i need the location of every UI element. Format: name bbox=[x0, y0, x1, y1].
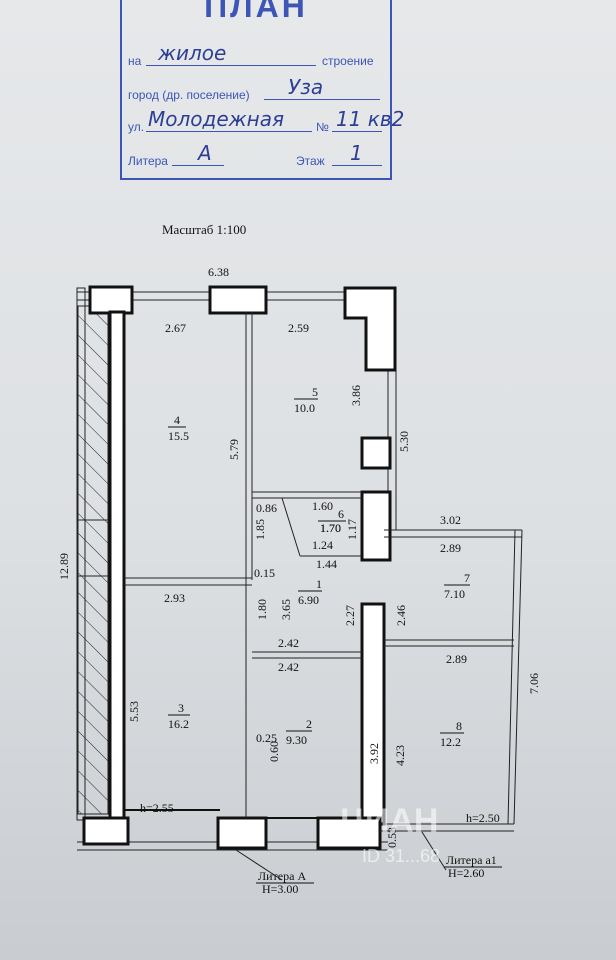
svg-text:0.15: 0.15 bbox=[254, 566, 275, 580]
svg-text:1.24: 1.24 bbox=[312, 538, 333, 552]
svg-text:4.23: 4.23 bbox=[393, 745, 407, 766]
na-label: на bbox=[128, 54, 142, 68]
litera-a1-label: Литера а1 bbox=[446, 853, 497, 867]
svg-text:4: 4 bbox=[174, 413, 180, 427]
scale-label: Масштаб 1:100 bbox=[162, 222, 247, 237]
street-value: Молодежная bbox=[148, 107, 285, 131]
svg-text:0.60: 0.60 bbox=[267, 741, 281, 762]
svg-text:1.80: 1.80 bbox=[255, 599, 269, 620]
floor-value: 1 bbox=[350, 141, 363, 165]
partitions bbox=[124, 312, 523, 881]
svg-text:6.38: 6.38 bbox=[208, 265, 229, 279]
svg-text:12.2: 12.2 bbox=[440, 735, 461, 749]
number-value: 11 кв2 bbox=[336, 107, 405, 131]
svg-text:5.53: 5.53 bbox=[127, 701, 141, 722]
svg-text:2: 2 bbox=[306, 717, 312, 731]
floor-label: Этаж bbox=[296, 154, 325, 168]
watermark-id: ID 31...68 bbox=[362, 846, 441, 866]
svg-text:2.42: 2.42 bbox=[278, 660, 299, 674]
litera-label: Литера bbox=[128, 154, 168, 168]
svg-text:h=2.50: h=2.50 bbox=[466, 811, 500, 825]
room-2: 2 9.30 bbox=[286, 717, 312, 747]
svg-text:3.65: 3.65 bbox=[279, 599, 293, 620]
svg-text:2.89: 2.89 bbox=[446, 652, 467, 666]
room-8: 8 12.2 bbox=[440, 719, 464, 749]
svg-text:2.59: 2.59 bbox=[288, 321, 309, 335]
litera-value: А bbox=[198, 141, 212, 165]
plan-stamp: ПЛАН на жилое строение город (др. поселе… bbox=[120, 0, 404, 180]
svg-text:5.30: 5.30 bbox=[397, 431, 411, 452]
svg-text:0.53: 0.53 bbox=[385, 827, 399, 848]
svg-text:1.17: 1.17 bbox=[345, 519, 359, 540]
svg-text:6.90: 6.90 bbox=[298, 593, 319, 607]
svg-text:1.60: 1.60 bbox=[312, 499, 333, 513]
svg-text:6: 6 bbox=[338, 507, 344, 521]
svg-text:3.92: 3.92 bbox=[367, 743, 381, 764]
svg-text:12.89: 12.89 bbox=[57, 553, 71, 580]
room-3: 3 16.2 bbox=[168, 701, 190, 731]
room-4: 4 15.5 bbox=[168, 413, 189, 443]
svg-text:16.2: 16.2 bbox=[168, 717, 189, 731]
svg-text:Н=3.00: Н=3.00 bbox=[262, 882, 298, 896]
stamp-row-litera: Литера А Этаж 1 bbox=[128, 141, 384, 170]
hatched-wall bbox=[77, 305, 109, 815]
svg-text:15.5: 15.5 bbox=[168, 429, 189, 443]
svg-text:1.85: 1.85 bbox=[253, 519, 267, 540]
svg-text:2.27: 2.27 bbox=[343, 605, 357, 626]
svg-text:0.25: 0.25 bbox=[256, 731, 277, 745]
svg-text:Н=2.60: Н=2.60 bbox=[448, 866, 484, 880]
stamp-title: ПЛАН bbox=[204, 0, 308, 24]
number-label: № bbox=[316, 120, 329, 134]
svg-text:3: 3 bbox=[178, 701, 184, 715]
svg-text:2.93: 2.93 bbox=[164, 591, 185, 605]
svg-text:1.44: 1.44 bbox=[316, 557, 337, 571]
svg-text:7.10: 7.10 bbox=[444, 587, 465, 601]
svg-text:1: 1 bbox=[316, 577, 322, 591]
svg-text:5.79: 5.79 bbox=[227, 439, 241, 460]
svg-text:1.70: 1.70 bbox=[320, 521, 341, 535]
svg-text:2.89: 2.89 bbox=[440, 541, 461, 555]
room-6: 6 1.70 bbox=[318, 507, 346, 535]
height-notes: h=2.55 h=2.50 Литера А Н=3.00 Литера а1 … bbox=[140, 801, 502, 896]
stamp-row-city: город (др. поселение) Уза bbox=[128, 75, 384, 104]
svg-text:h=2.55: h=2.55 bbox=[140, 801, 174, 815]
main-walls bbox=[82, 285, 397, 850]
svg-text:10.0: 10.0 bbox=[294, 401, 315, 415]
stroenie-label: строение bbox=[322, 54, 374, 68]
svg-text:7: 7 bbox=[464, 571, 470, 585]
svg-text:2.42: 2.42 bbox=[278, 636, 299, 650]
room-5: 5 10.0 bbox=[294, 385, 318, 415]
svg-text:1.70: 1.70 bbox=[320, 521, 341, 535]
room-labels: 4 15.5 5 10.0 6 1.70 1 6.90 7 7.10 3 16.… bbox=[168, 385, 470, 749]
svg-text:2.46: 2.46 bbox=[394, 605, 408, 626]
svg-text:7.06: 7.06 bbox=[527, 673, 541, 694]
stamp-row-na: на жилое строение bbox=[128, 41, 384, 70]
svg-text:0.86: 0.86 bbox=[256, 501, 277, 515]
street-label: ул. bbox=[128, 120, 145, 134]
watermark-brand: ЦИАН bbox=[340, 802, 439, 840]
svg-text:9.30: 9.30 bbox=[286, 733, 307, 747]
city-value: Уза bbox=[288, 75, 324, 99]
svg-text:2.67: 2.67 bbox=[165, 321, 186, 335]
dimension-labels: 6.38 12.89 2.67 2.59 3.86 5.30 5.79 0.86… bbox=[57, 265, 541, 848]
litera-a-label: Литера А bbox=[258, 869, 306, 883]
stamp-row-street: ул. Молодежная № 11 кв2 bbox=[128, 107, 404, 136]
room-7: 7 7.10 bbox=[444, 571, 470, 601]
city-label: город (др. поселение) bbox=[128, 88, 250, 102]
svg-text:5: 5 bbox=[312, 385, 318, 399]
na-value: жилое bbox=[158, 41, 227, 65]
svg-text:8: 8 bbox=[456, 719, 462, 733]
room-1: 1 6.90 bbox=[298, 577, 322, 607]
svg-text:3.02: 3.02 bbox=[440, 513, 461, 527]
svg-text:3.86: 3.86 bbox=[349, 385, 363, 406]
